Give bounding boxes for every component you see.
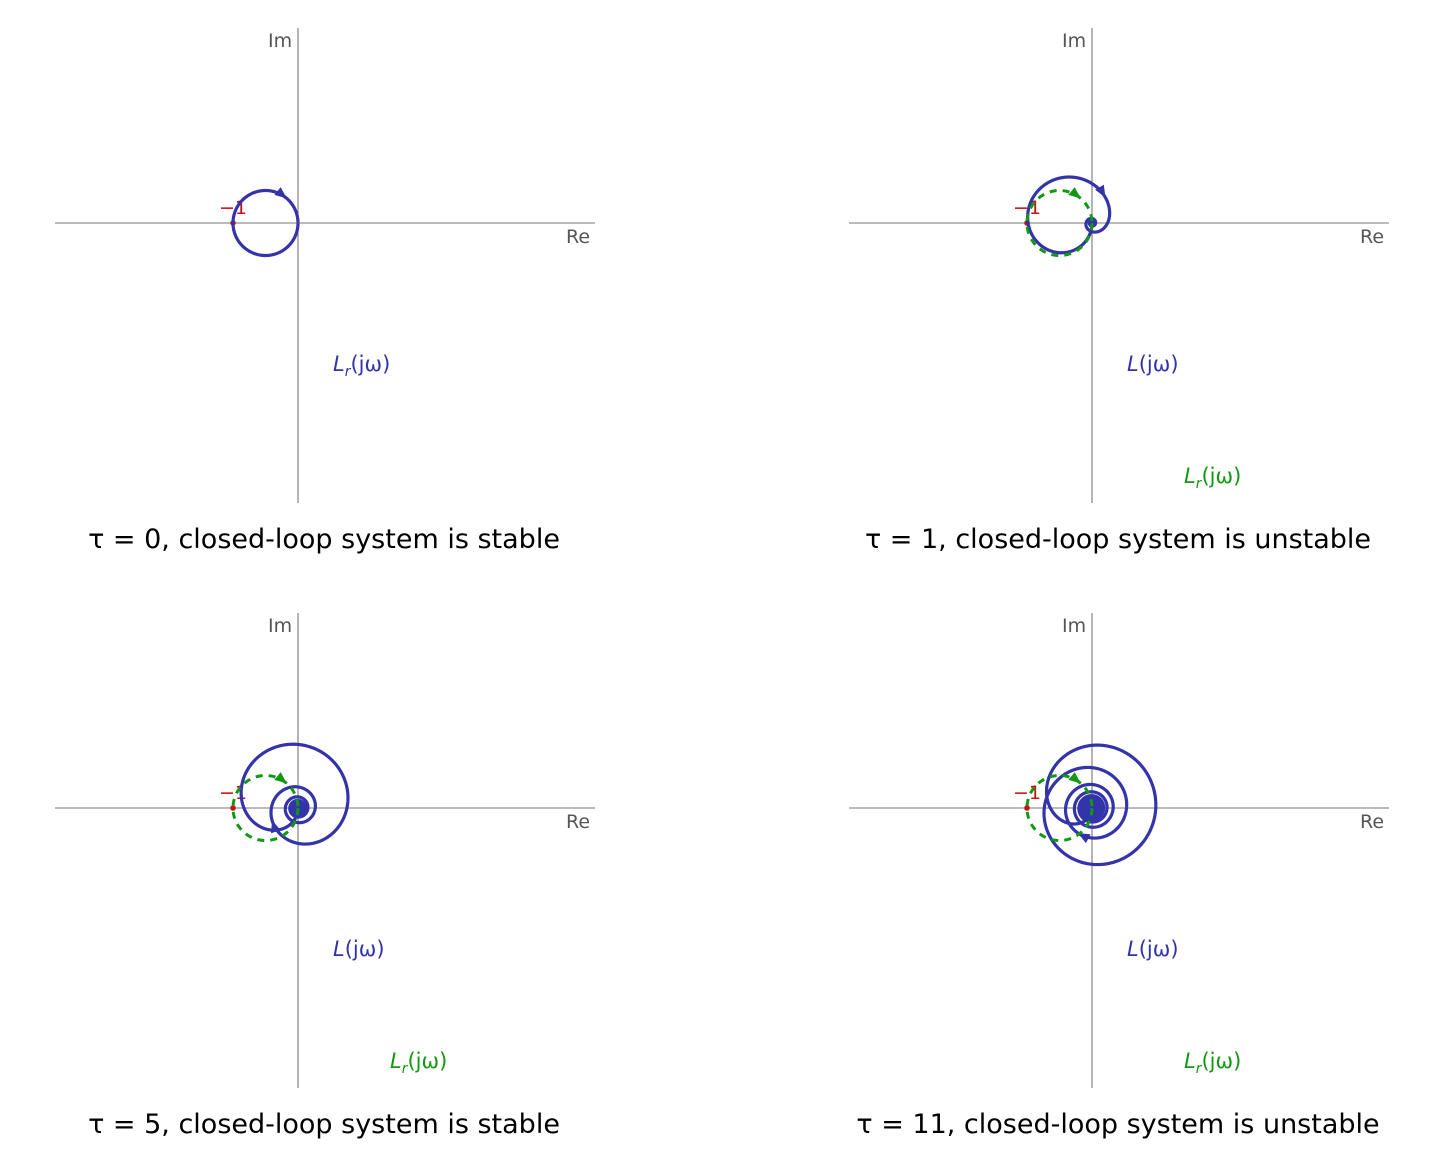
curve-lr xyxy=(1025,774,1094,842)
real-axis-label: Re xyxy=(566,811,590,833)
curve-label: Lr(jω) xyxy=(390,1049,447,1077)
curve-label: Lr(jω) xyxy=(333,352,390,380)
curve-l xyxy=(1042,743,1158,867)
direction-arrow xyxy=(274,187,287,199)
curve-label: L(jω) xyxy=(333,937,385,961)
curve-label: L(jω) xyxy=(1127,352,1179,376)
panel-caption: τ = 1, closed-loop system is unstable xyxy=(865,524,1371,555)
direction-arrow xyxy=(1068,772,1081,784)
curve-l xyxy=(239,742,350,846)
imag-axis-label: Im xyxy=(268,615,292,637)
curve-lr xyxy=(1025,189,1094,257)
panel-caption: τ = 0, closed-loop system is stable xyxy=(88,524,560,555)
direction-arrow xyxy=(1068,187,1081,199)
curve-label: Lr(jω) xyxy=(1184,1049,1241,1077)
imag-axis-label: Im xyxy=(1062,30,1086,52)
critical-point xyxy=(230,805,236,811)
critical-point xyxy=(1024,805,1030,811)
curve-label: Lr(jω) xyxy=(1184,464,1241,492)
curve-label: L(jω) xyxy=(1127,937,1179,961)
direction-arrow xyxy=(1077,832,1091,844)
real-axis-label: Re xyxy=(1360,811,1384,833)
direction-arrow xyxy=(271,820,281,834)
real-axis-label: Re xyxy=(566,226,590,248)
real-axis-label: Re xyxy=(1360,226,1384,248)
direction-arrow xyxy=(1095,184,1106,198)
imag-axis-label: Im xyxy=(268,30,292,52)
curve-l xyxy=(231,188,300,258)
direction-arrow xyxy=(274,772,287,784)
panel-caption: τ = 5, closed-loop system is stable xyxy=(88,1109,560,1140)
curve-lr xyxy=(231,774,300,842)
imag-axis-label: Im xyxy=(1062,615,1086,637)
panel-caption: τ = 11, closed-loop system is unstable xyxy=(856,1109,1379,1140)
